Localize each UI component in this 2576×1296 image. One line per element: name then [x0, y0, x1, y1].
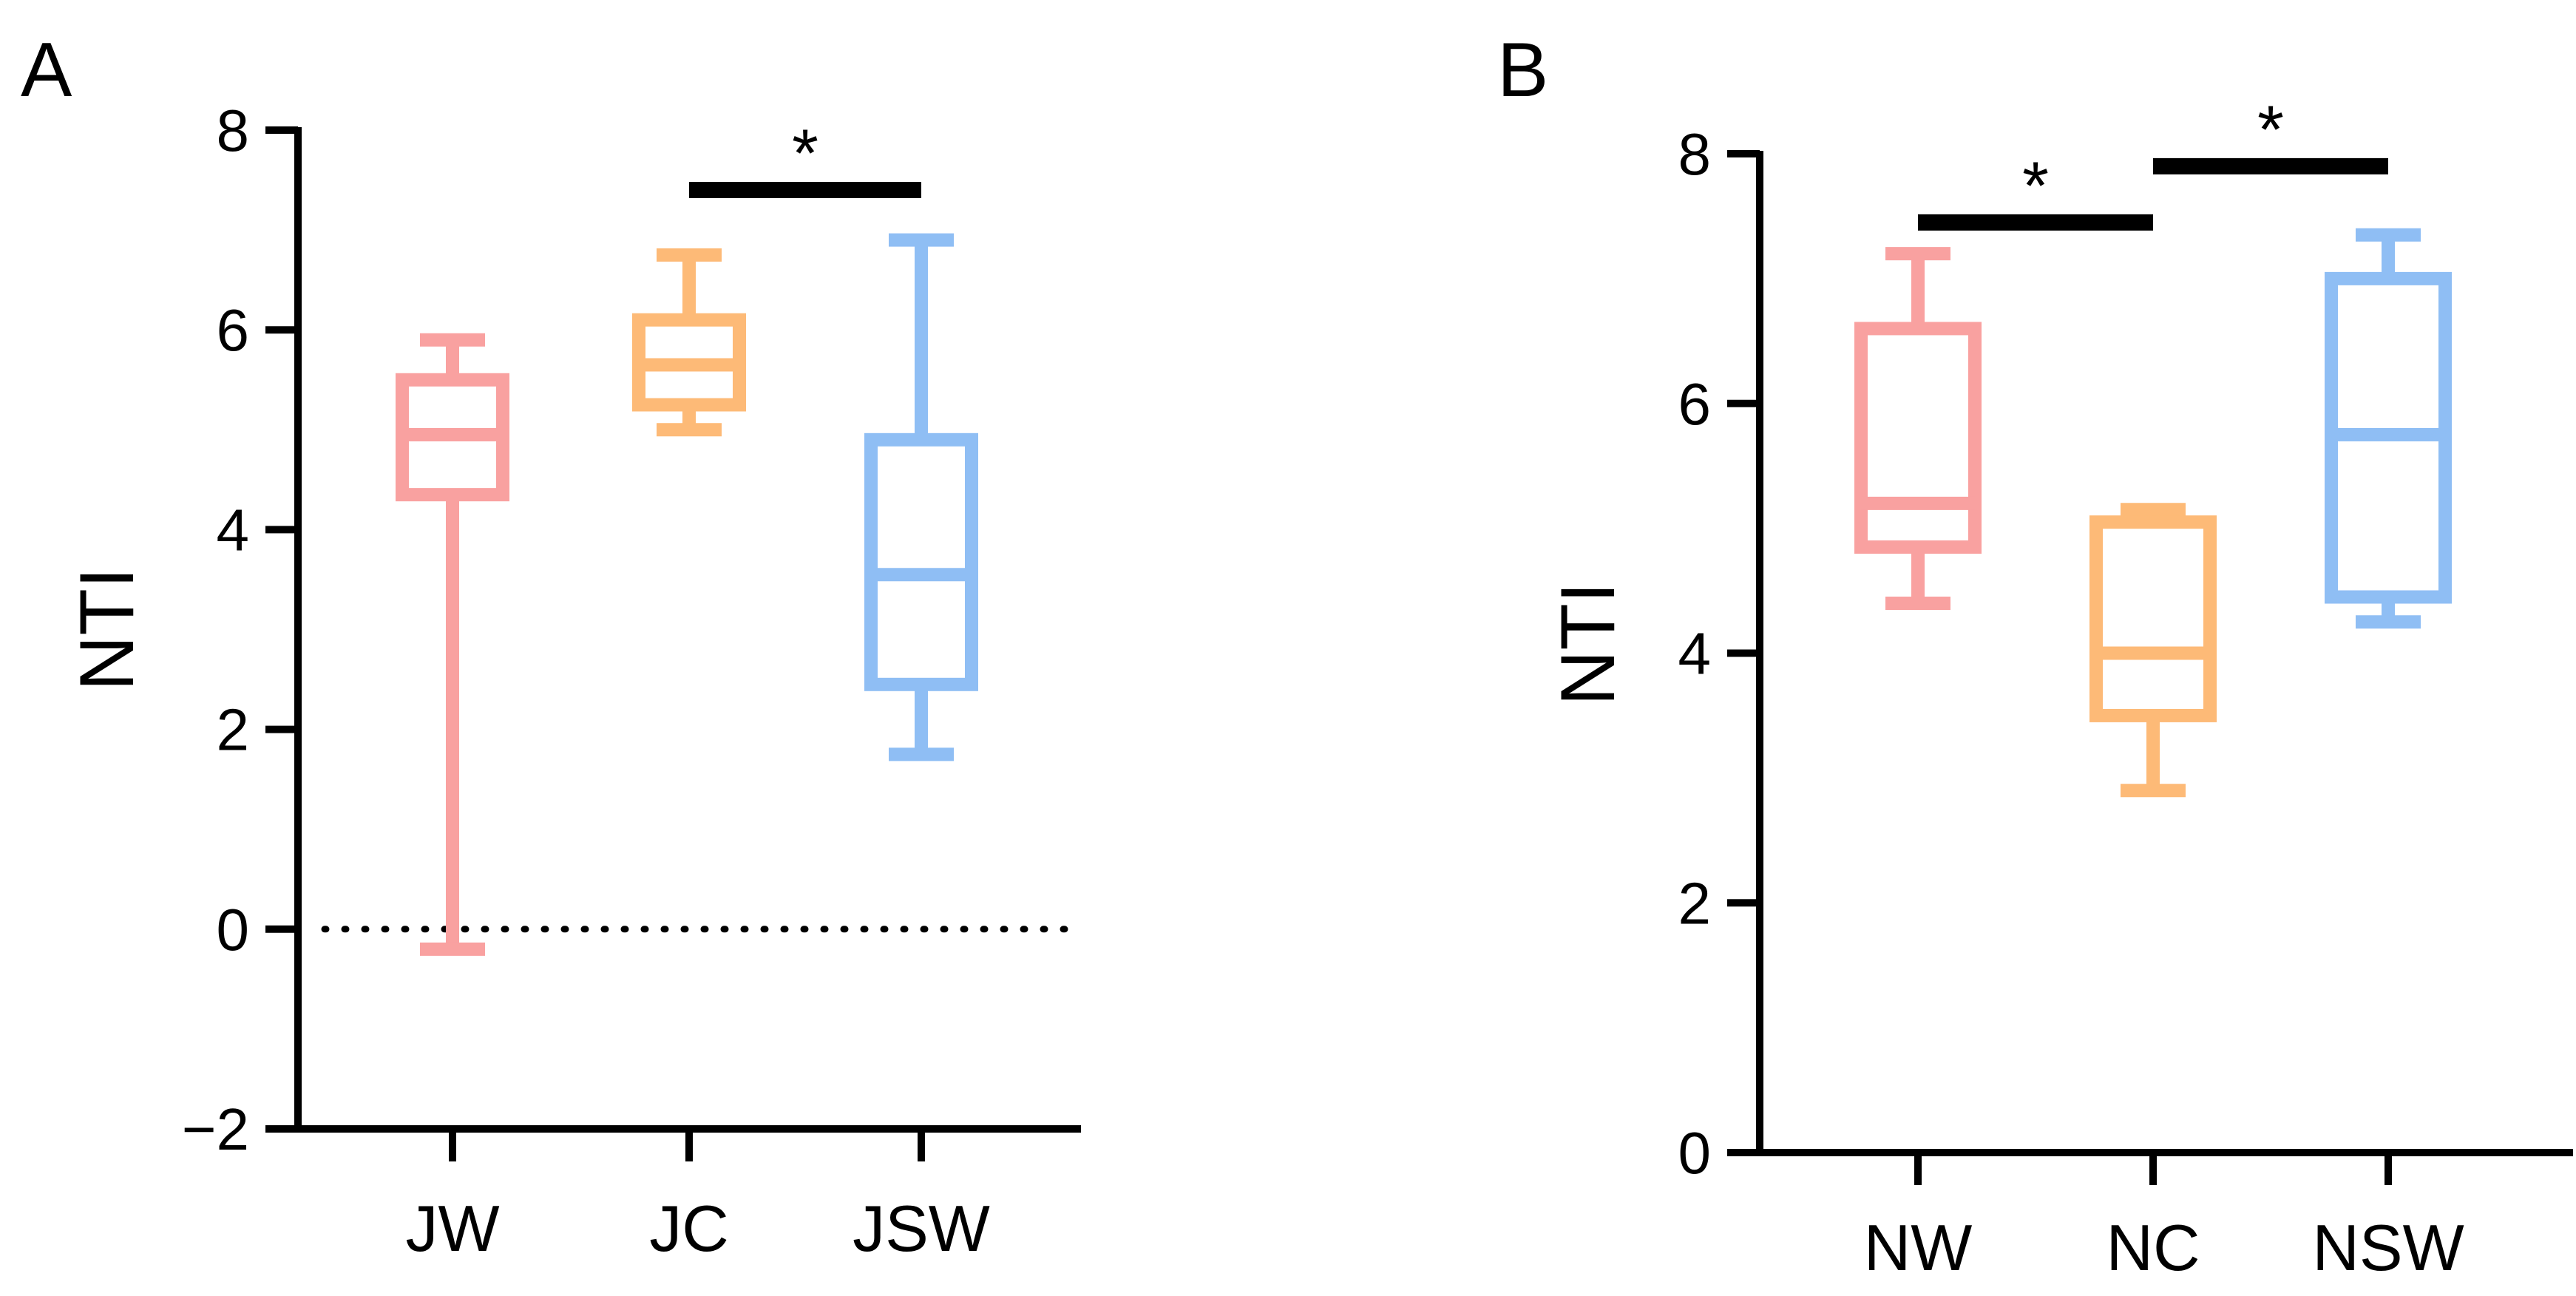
box-NW — [1854, 247, 1982, 610]
significance-star: * — [2022, 149, 2049, 224]
y-tick-label: 8 — [1678, 121, 1712, 187]
panel-label: A — [21, 27, 72, 113]
y-tick-label: 6 — [217, 297, 250, 363]
x-tick-label: JC — [649, 1192, 729, 1265]
iqr-box — [1854, 322, 1982, 554]
y-tick-label: 4 — [1678, 621, 1712, 687]
iqr-box — [2089, 515, 2217, 722]
x-tick-label: NSW — [2312, 1211, 2464, 1284]
y-tick-label: 6 — [1678, 371, 1712, 437]
y-tick-label: 0 — [1678, 1120, 1712, 1186]
y-tick-label: −2 — [182, 1096, 249, 1162]
iqr-box — [864, 432, 978, 691]
x-tick-label: JW — [405, 1192, 499, 1265]
y-tick-label: 2 — [1678, 870, 1712, 936]
y-tick-label: 8 — [217, 98, 250, 163]
y-tick-label: 0 — [217, 897, 250, 963]
y-tick-label: 2 — [217, 697, 250, 763]
x-tick-label: JSW — [853, 1192, 990, 1265]
box-JW — [396, 333, 509, 956]
box-JC — [632, 248, 746, 437]
y-tick-label: 4 — [217, 497, 250, 563]
y-axis-title: NTI — [64, 567, 150, 691]
y-axis-title: NTI — [1545, 582, 1631, 706]
significance-star: * — [792, 116, 818, 191]
significance-star: * — [2257, 92, 2284, 168]
x-tick-label: NC — [2106, 1211, 2200, 1284]
box-JSW — [864, 233, 978, 761]
box-NC — [2089, 503, 2217, 798]
panel-b: B NTI 0 2 4 6 8NW NC NSW * * — [1497, 27, 2573, 1284]
box-NSW — [2325, 228, 2452, 629]
panel-a: A NTI −2 0 2 4 6 8JW JC JSW * — [21, 27, 1085, 1265]
x-tick-label: NW — [1864, 1211, 1973, 1284]
panel-label: B — [1497, 27, 1548, 113]
